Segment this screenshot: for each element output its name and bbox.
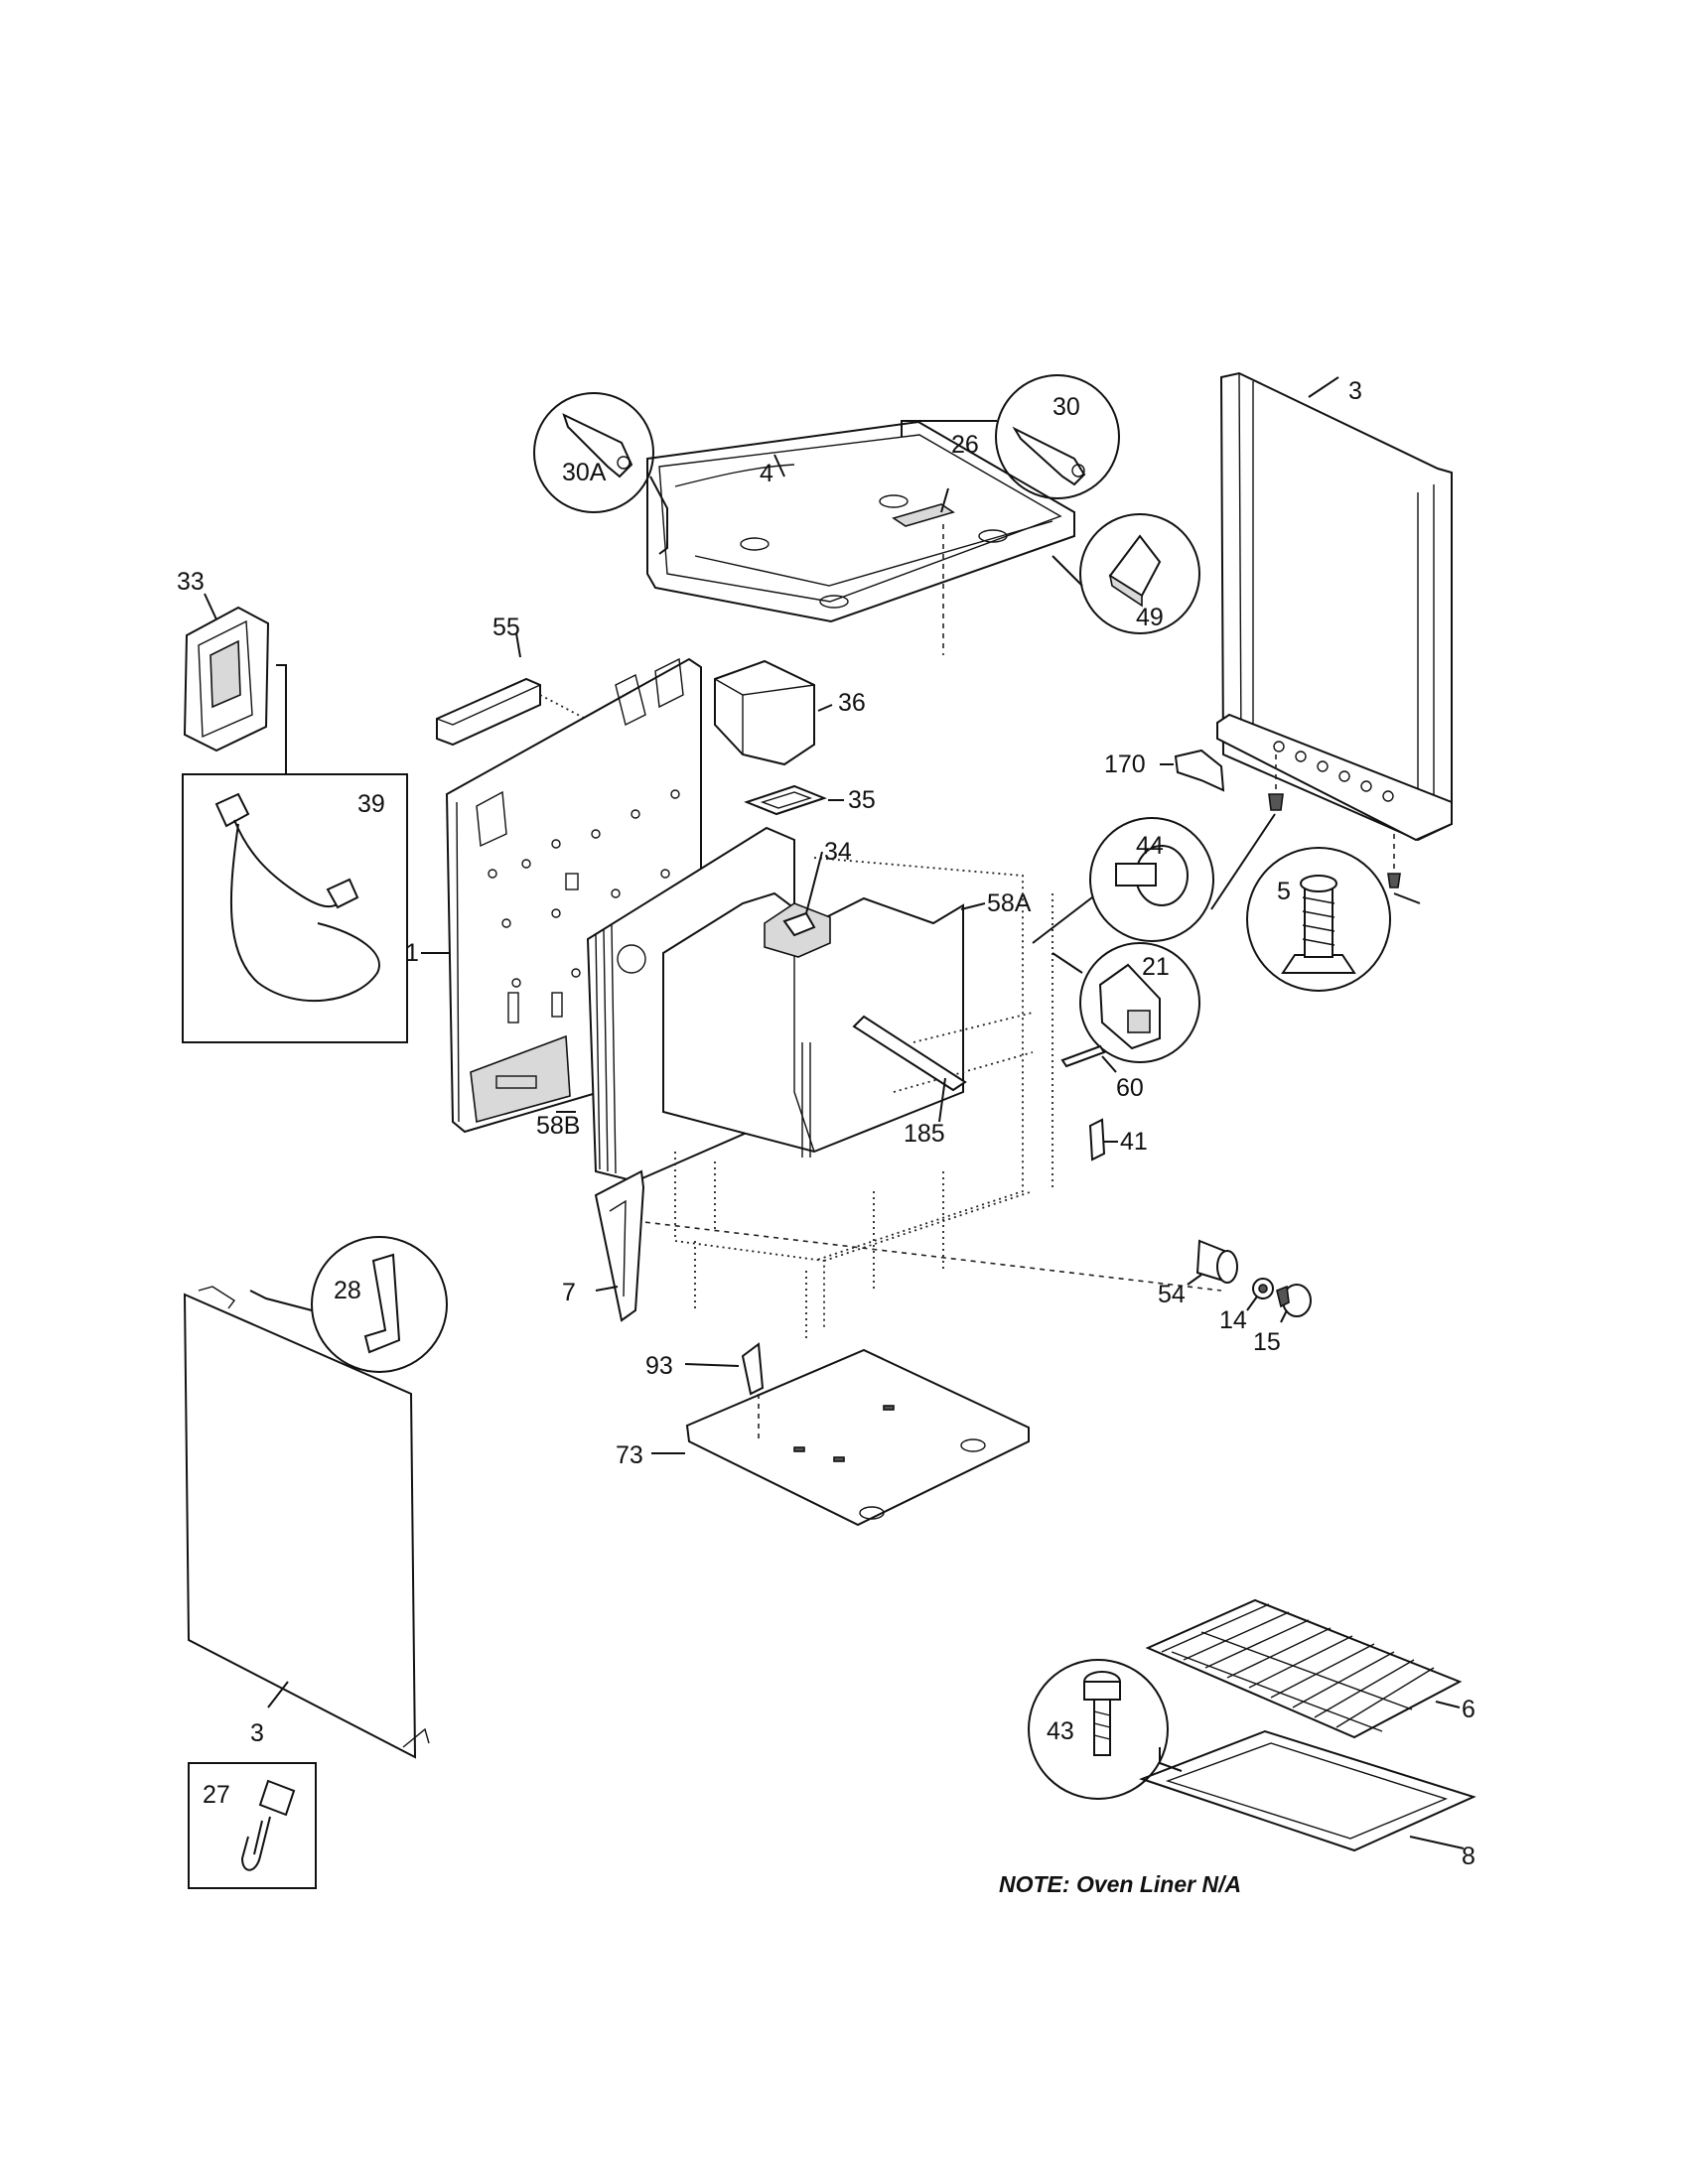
- callout-21: 21: [1052, 942, 1200, 1063]
- strip-part-55: 55: [436, 614, 617, 747]
- label-185: 185: [904, 1120, 945, 1148]
- callout-5: 5: [1246, 847, 1391, 992]
- callout-44: 44: [1032, 817, 1214, 944]
- right-side-panel-part-3: 3: [1216, 371, 1453, 842]
- label-3-right: 3: [1348, 377, 1362, 405]
- label-6: 6: [1462, 1696, 1475, 1723]
- bracket-part-60: 60: [1060, 1044, 1144, 1102]
- bottom-panel-part-73: 73: [616, 1348, 1030, 1527]
- top-panel-part-4: [646, 420, 1075, 655]
- label-73: 73: [616, 1441, 643, 1469]
- rack-support-part-185: 185: [852, 1015, 967, 1148]
- label-21: 21: [1142, 953, 1170, 981]
- note-oven-liner: NOTE: Oven Liner N/A: [999, 1871, 1241, 1897]
- clip-part-27: 27: [188, 1762, 317, 1889]
- callout-30: 30: [901, 374, 1120, 499]
- power-cord-part-39: 39: [182, 773, 408, 1043]
- bracket-part-170: 170: [1104, 749, 1225, 792]
- broiler-pan-part-8: 8: [1139, 1729, 1476, 1870]
- label-93: 93: [645, 1352, 673, 1380]
- duct-part-36: 36: [714, 659, 866, 766]
- label-4: 4: [760, 460, 773, 487]
- label-1: 1: [405, 939, 419, 967]
- gasket-part-35: 35: [744, 784, 876, 816]
- oven-frame-dotted: [674, 857, 1053, 1340]
- label-35: 35: [848, 786, 876, 814]
- label-58a: 58A: [987, 889, 1032, 917]
- label-54: 54: [1158, 1281, 1186, 1308]
- lamp-parts: 54 14 15: [634, 1220, 1312, 1356]
- label-39: 39: [357, 790, 385, 818]
- label-14: 14: [1219, 1306, 1247, 1334]
- label-41: 41: [1120, 1128, 1148, 1156]
- label-34: 34: [824, 838, 852, 866]
- label-58b: 58B: [536, 1112, 580, 1140]
- left-side-panel-part-3: 3: [183, 1286, 430, 1759]
- terminal-block-part-33: 33: [177, 568, 287, 774]
- insulation-part-58a: 34 58A: [662, 838, 1032, 1158]
- bracket-part-93: 93: [645, 1342, 765, 1439]
- label-36: 36: [838, 689, 866, 717]
- oven-rack-part-6: 6: [1145, 1598, 1475, 1739]
- hinge-part-7: 7: [562, 1169, 645, 1322]
- label-30a: 30A: [562, 459, 607, 486]
- leveling-screws: [1210, 754, 1421, 910]
- label-15: 15: [1253, 1328, 1281, 1356]
- label-7: 7: [562, 1279, 576, 1306]
- label-60: 60: [1116, 1074, 1144, 1102]
- label-3-left: 3: [250, 1719, 264, 1747]
- label-49: 49: [1136, 604, 1164, 631]
- label-55: 55: [492, 614, 520, 641]
- panel-hole-row: [1273, 741, 1394, 802]
- callout-49: 49: [1052, 513, 1200, 634]
- clip-part-41: 41: [1088, 1118, 1148, 1161]
- label-44: 44: [1136, 832, 1164, 860]
- label-43: 43: [1047, 1717, 1074, 1745]
- callout-28: 28: [249, 1236, 448, 1373]
- label-8: 8: [1462, 1843, 1475, 1870]
- label-26: 26: [951, 431, 979, 459]
- callout-30a: 30A: [533, 392, 668, 555]
- label-33: 33: [177, 568, 205, 596]
- label-170: 170: [1104, 751, 1146, 778]
- callout-43: 43: [1028, 1659, 1183, 1800]
- label-30: 30: [1052, 393, 1080, 421]
- label-5: 5: [1277, 878, 1291, 905]
- label-27: 27: [203, 1781, 230, 1809]
- label-28: 28: [334, 1277, 361, 1304]
